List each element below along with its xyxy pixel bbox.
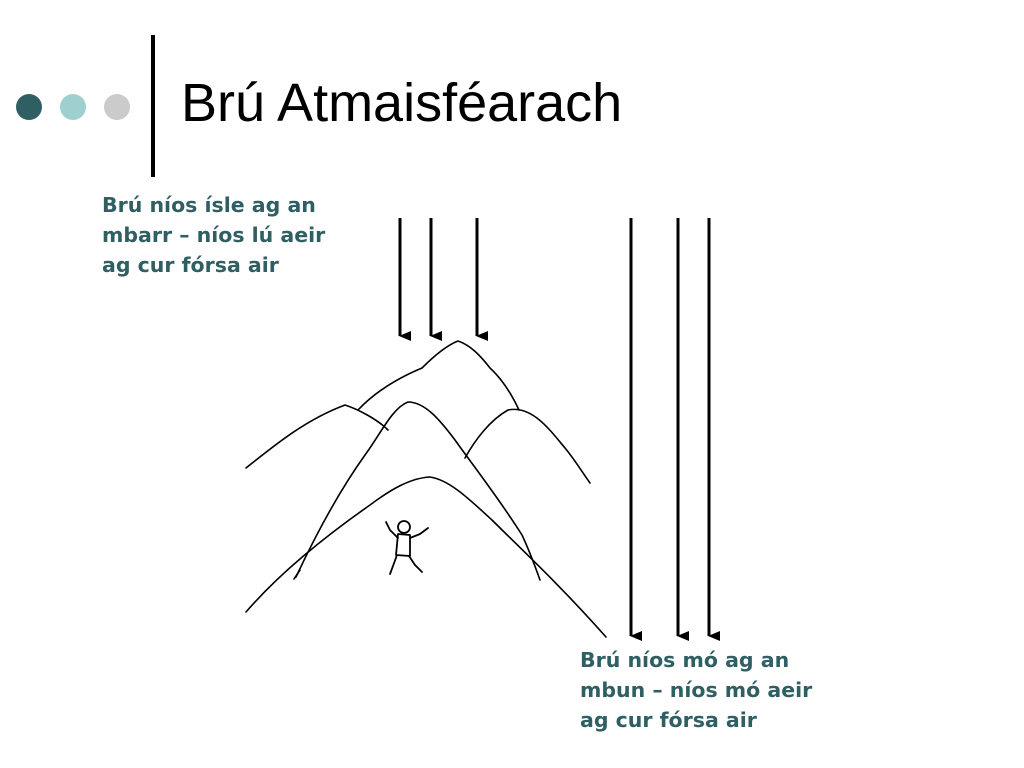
bullet-dot-dark — [16, 94, 42, 120]
bullet-dot-light — [60, 94, 86, 120]
pressure-arrows-top — [398, 218, 488, 341]
callout-line: ag cur fórsa air — [102, 253, 279, 277]
title-divider — [151, 35, 155, 177]
climber-figure-icon — [385, 520, 429, 575]
callout-line: Brú níos mó ag an — [580, 648, 790, 672]
callout-line: Brú níos ísle ag an — [102, 193, 316, 217]
callout-line: ag cur fórsa air — [580, 708, 757, 732]
callout-line: mbarr – níos lú aeir — [102, 223, 326, 247]
callout-low-pressure: Brú níos ísle ag an mbarr – níos lú aeir… — [102, 190, 325, 280]
callout-high-pressure: Brú níos mó ag an mbun – níos mó aeir ag… — [580, 645, 812, 735]
callout-line: mbun – níos mó aeir — [580, 678, 813, 702]
slide-title: Brú Atmaisféarach — [181, 73, 623, 133]
mountain-range-icon — [245, 340, 607, 638]
bullet-dot-grey — [104, 94, 130, 120]
pressure-arrows-bottom — [629, 218, 720, 641]
